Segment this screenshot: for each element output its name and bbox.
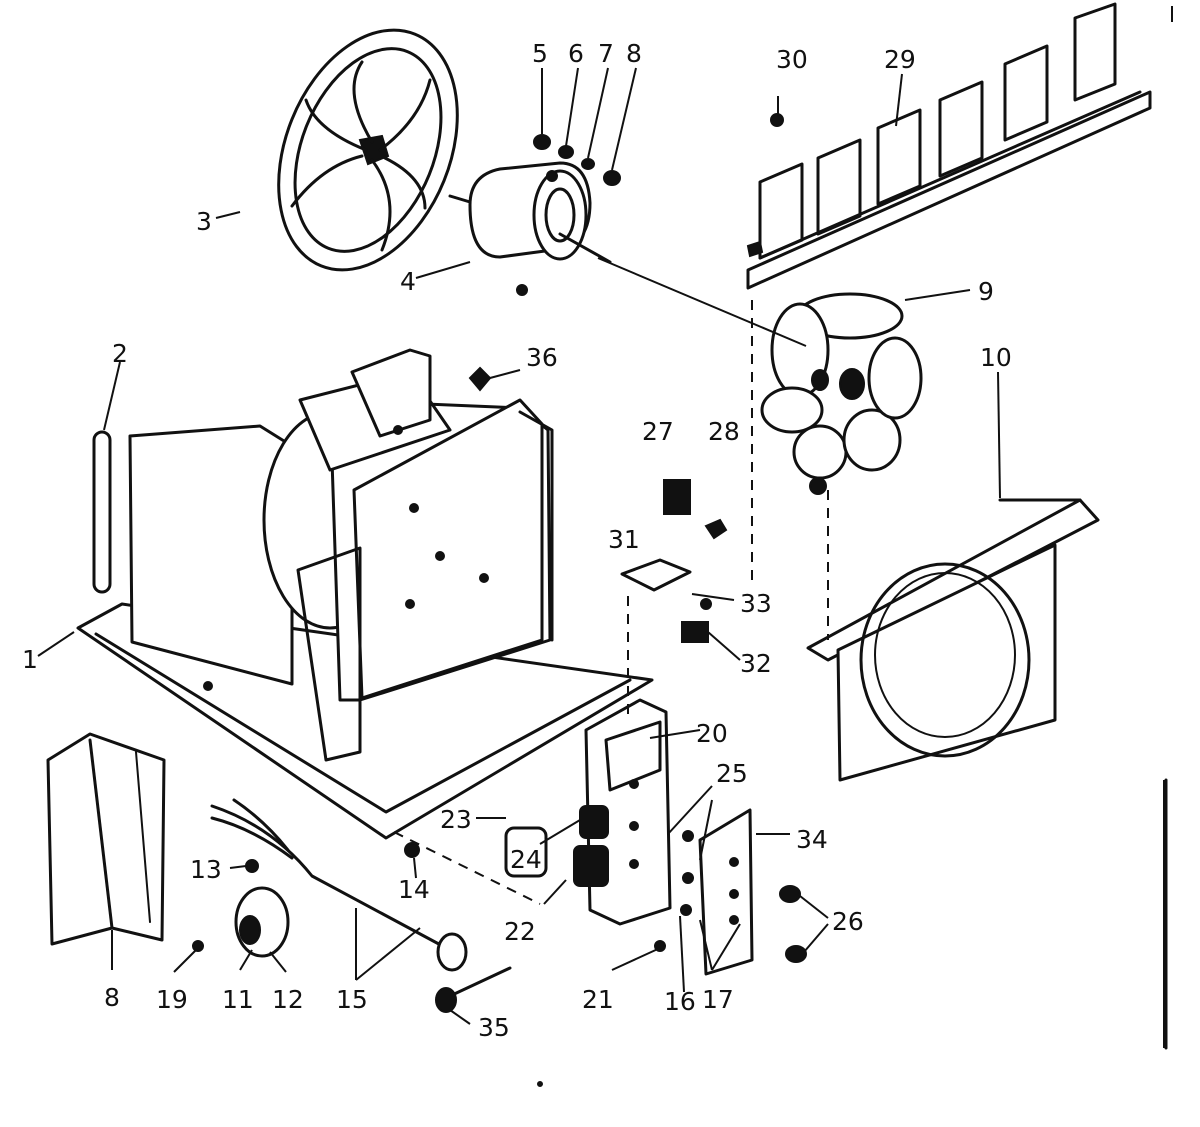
callout-11: 11 — [222, 985, 254, 1014]
callout-26: 26 — [832, 907, 864, 936]
callout-22: 22 — [504, 917, 536, 946]
bolt-part — [435, 966, 512, 1013]
callout-15: 15 — [336, 985, 368, 1014]
power-cord-part — [210, 798, 468, 972]
callout-5: 5 — [532, 39, 548, 68]
callout-16: 16 — [664, 987, 696, 1016]
callout-labels: 1 2 3 4 5 6 7 8 9 10 11 12 13 14 15 16 1… — [22, 39, 1012, 1042]
part-33 — [700, 598, 712, 610]
part-31 — [620, 558, 692, 592]
screw-19 — [192, 940, 204, 952]
callout-31: 31 — [608, 525, 640, 554]
callout-8: 8 — [626, 39, 642, 68]
callout-3: 3 — [196, 207, 212, 236]
callout-9: 9 — [978, 277, 994, 306]
leader-lines — [37, 6, 1173, 1048]
callout-25: 25 — [716, 759, 748, 788]
callout-21: 21 — [582, 985, 614, 1014]
callout-14: 14 — [398, 875, 430, 904]
callout-4: 4 — [400, 267, 416, 296]
callout-23: 23 — [440, 805, 472, 834]
screw-36 — [468, 366, 492, 392]
control-box-part — [504, 698, 807, 976]
callout-18: 8 — [104, 983, 120, 1012]
fan-motor-part — [448, 161, 612, 296]
callout-1: 1 — [22, 645, 38, 674]
callout-13: 13 — [190, 855, 222, 884]
support-rod-part — [92, 430, 112, 594]
part-28 — [704, 518, 728, 540]
callout-6: 6 — [568, 39, 584, 68]
louver-part — [46, 732, 166, 946]
callout-19: 19 — [156, 985, 188, 1014]
motor-hardware-parts — [533, 134, 621, 186]
callout-30: 30 — [776, 45, 808, 74]
part-32 — [681, 621, 709, 643]
base-pan-assembly-part — [76, 348, 654, 840]
callout-36: 36 — [526, 343, 558, 372]
blower-wheel-part — [277, 28, 459, 272]
callout-33: 33 — [740, 589, 772, 618]
screw-30 — [770, 113, 784, 127]
callout-35: 35 — [478, 1013, 510, 1042]
callout-28: 28 — [708, 417, 740, 446]
callout-10: 10 — [980, 343, 1012, 372]
speck — [537, 1081, 543, 1087]
fan-shroud-part — [806, 498, 1100, 782]
part-27 — [663, 479, 691, 515]
callout-20: 20 — [696, 719, 728, 748]
condenser-fin-bracket-part — [746, 2, 1152, 290]
screw-14 — [404, 842, 420, 858]
screw-13 — [245, 859, 259, 873]
callout-27: 27 — [642, 417, 674, 446]
callout-12: 12 — [272, 985, 304, 1014]
callout-2: 2 — [112, 339, 128, 368]
callout-29: 29 — [884, 45, 916, 74]
callout-32: 32 — [740, 649, 772, 678]
callout-7: 7 — [598, 39, 614, 68]
callout-17: 17 — [702, 985, 734, 1014]
callout-34: 34 — [796, 825, 828, 854]
callout-24: 24 — [510, 845, 542, 874]
propeller-fan-part — [760, 292, 923, 495]
capacitor-part — [234, 886, 290, 958]
